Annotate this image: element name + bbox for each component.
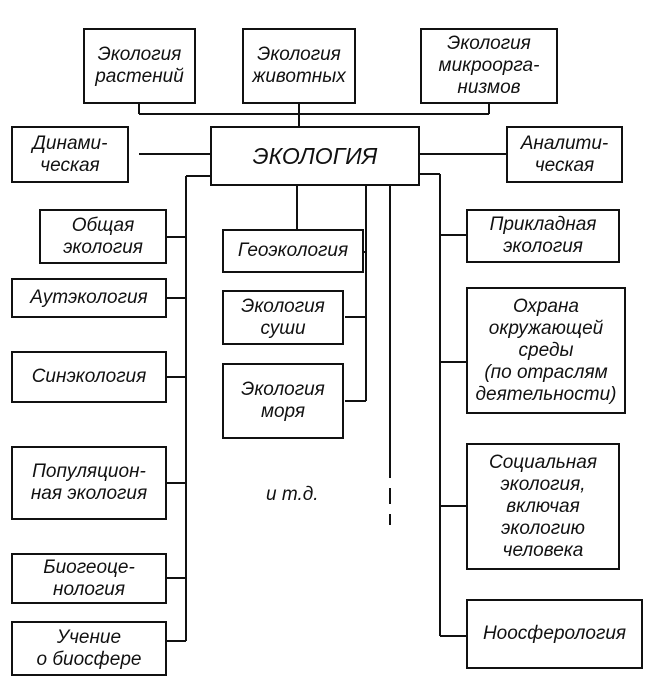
node-synecology: Синэкология	[11, 351, 167, 403]
node-population-ecology: Популяцион- ная экология	[11, 446, 167, 520]
node-land-ecology: Экология суши	[222, 290, 344, 345]
node-applied-ecology: Прикладная экология	[466, 209, 620, 263]
node-general-ecology: Общая экология	[39, 209, 167, 264]
center-etc-label: и т.д.	[266, 484, 319, 505]
node-microorganism-ecology: Экология микроорга- низмов	[420, 28, 558, 104]
node-analytic: Аналити- ческая	[506, 126, 623, 183]
node-sea-ecology: Экология моря	[222, 363, 344, 439]
node-social-ecology: Социальная экология, включая экологию че…	[466, 443, 620, 570]
node-dynamic: Динами- ческая	[11, 126, 129, 183]
node-noospherology: Ноосферология	[466, 599, 643, 669]
node-geoecology: Геоэкология	[222, 229, 364, 273]
node-ecology-root: ЭКОЛОГИЯ	[210, 126, 420, 186]
node-biosphere-doctrine: Учение о биосфере	[11, 621, 167, 676]
node-environmental-protection: Охрана окружающей среды (по отраслям дея…	[466, 287, 626, 414]
node-autecology: Аутэкология	[11, 278, 167, 318]
node-biogeocenology: Биогеоце- нология	[11, 553, 167, 604]
node-animal-ecology: Экология животных	[242, 28, 356, 104]
node-plant-ecology: Экология растений	[83, 28, 196, 104]
